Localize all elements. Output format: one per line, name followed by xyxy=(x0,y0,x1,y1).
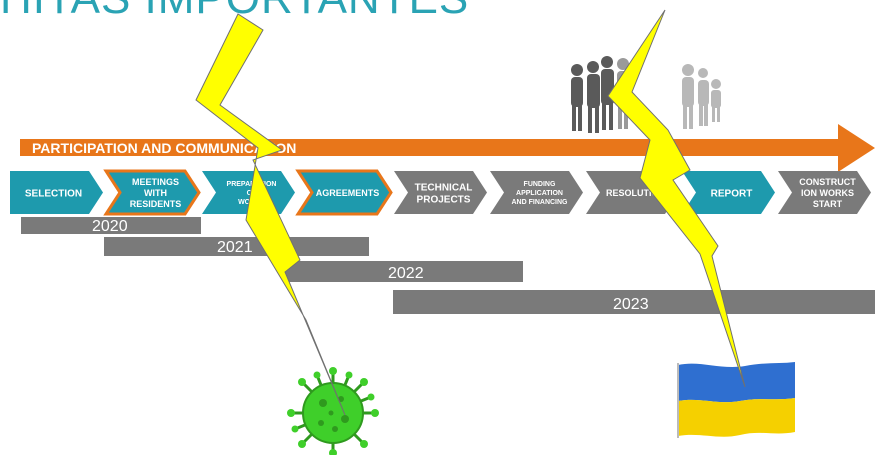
lightning-bolt-icon xyxy=(195,13,346,416)
process-step-9-label: ION WORKS xyxy=(801,188,854,198)
year-bar-2020: 2020 xyxy=(21,217,201,235)
process-step-1: SELECTION xyxy=(10,171,103,214)
year-bar-2021: 2021 xyxy=(104,237,369,256)
banner-label: PARTICIPATION AND COMMUNICATION xyxy=(32,140,296,156)
process-step-9-label: CONSTRUCT xyxy=(799,177,856,187)
process-step-2-label: RESIDENTS xyxy=(130,199,182,209)
lightning-bolt-icon-2 xyxy=(607,9,746,388)
process-step-8-label: REPORT xyxy=(711,189,753,200)
process-step-2-label: MEETINGS xyxy=(132,177,179,187)
ukraine-flag-icon xyxy=(677,362,795,438)
year-label-2022: 2022 xyxy=(388,265,424,282)
year-bar-2022: 2022 xyxy=(285,261,523,282)
year-label-2021: 2021 xyxy=(217,239,253,256)
process-step-9-label: START xyxy=(813,199,843,209)
process-step-6: FUNDING APPLICATION AND FINANCING xyxy=(490,171,583,214)
process-step-6-label: APPLICATION xyxy=(516,190,563,197)
participation-banner-arrow: PARTICIPATION AND COMMUNICATION xyxy=(20,124,875,172)
virus-icon xyxy=(287,367,379,455)
slide-title: HITAS IMPORTANTES xyxy=(0,0,469,24)
process-step-5-label: PROJECTS xyxy=(417,195,471,206)
process-step-6-label: AND FINANCING xyxy=(512,199,569,206)
year-label-2023: 2023 xyxy=(613,296,649,313)
process-step-2-label: WITH xyxy=(144,188,167,198)
process-step-5-label: TECHNICAL xyxy=(415,183,473,194)
process-step-1-label: SELECTION xyxy=(25,189,82,200)
year-bar-2023: 2023 xyxy=(393,290,875,314)
process-step-4: AGREEMENTS xyxy=(295,169,393,216)
process-step-6-label: FUNDING xyxy=(524,181,556,188)
process-steps: SELECTIONMEETINGSWITHRESIDENTSPREPARATIO… xyxy=(10,169,871,216)
process-step-7-label: RESOLUTION xyxy=(606,188,665,198)
year-label-2020: 2020 xyxy=(92,218,128,235)
process-step-4-label: AGREEMENTS xyxy=(316,188,380,198)
process-step-8: REPORT xyxy=(682,171,775,214)
